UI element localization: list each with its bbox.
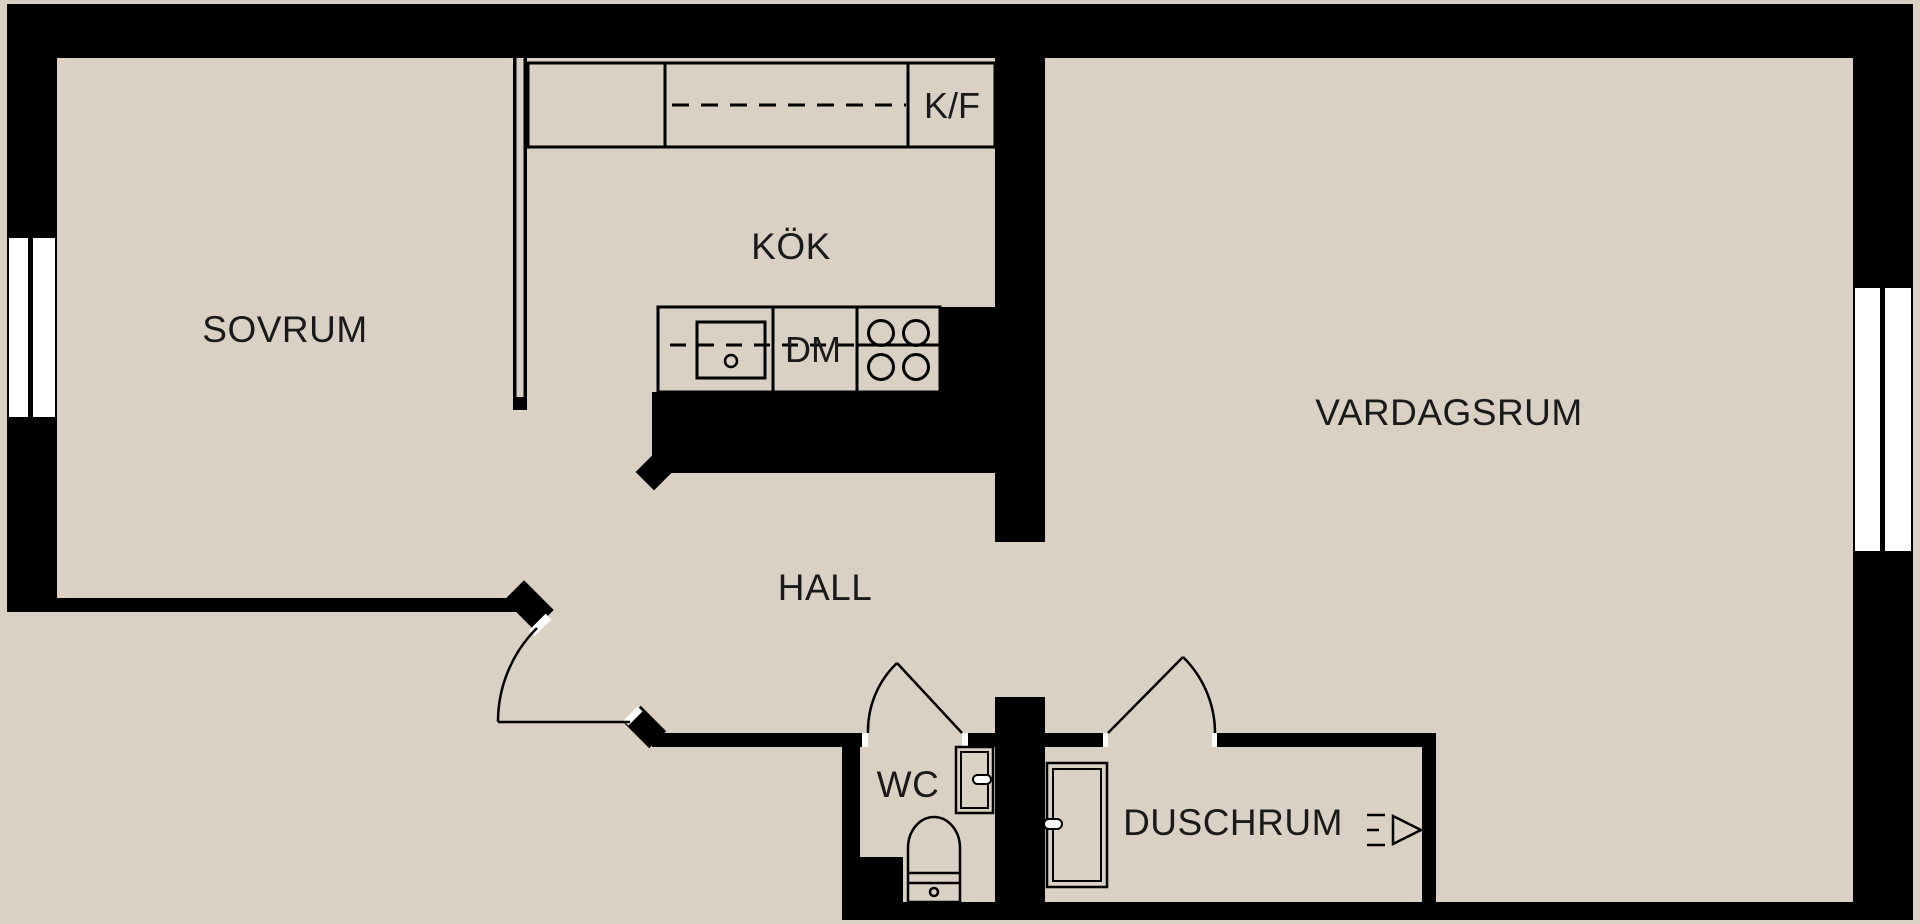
shower-handle (1043, 818, 1063, 830)
hall-bottom-wall (652, 733, 862, 747)
sovrum-wall-end-cap (504, 580, 554, 630)
duschrum-top-wall-left (1045, 733, 1103, 747)
fridge-freezer-label: K/F (924, 85, 980, 126)
sovrum-kok-partition-core (516, 58, 524, 397)
kitchen-corner-cap (635, 453, 673, 491)
duschrum-door-jamb-right (1212, 733, 1217, 747)
sovrum-bottom-wall (7, 598, 518, 612)
sovrum-label: SOVRUM (202, 309, 367, 350)
kitchen-sink (695, 320, 767, 380)
hob (867, 319, 930, 381)
kitchen-corner-wall-block (940, 307, 995, 393)
wc-door-jamb-right (962, 733, 968, 747)
vardagsrum-right-window-mullion (1880, 287, 1885, 552)
vent-triangle (1391, 813, 1424, 847)
wc-door-jamb-left (862, 733, 868, 747)
entrance-door-arc (496, 627, 538, 723)
duschrum-door-leaf (1107, 656, 1184, 734)
kitchen-upper-cabinets: K/F (526, 61, 997, 149)
wc-corner-block (842, 857, 903, 920)
windows (7, 236, 1913, 553)
wc-duschrum-column (995, 697, 1045, 920)
hob-ring-4 (902, 353, 930, 381)
wc-door-arc (866, 662, 898, 734)
wc-label: WC (877, 764, 940, 805)
duschrum-door-jamb-left (1103, 733, 1108, 747)
hall-label: HALL (778, 567, 873, 608)
washbasin-handle (972, 774, 992, 785)
kitchen-counter-wall-block (652, 392, 995, 473)
toilet-button (928, 886, 940, 898)
outer-wall-bottom (842, 902, 1913, 920)
hob-ring-3 (867, 353, 895, 381)
duschrum-right-wall (1422, 733, 1436, 920)
toilet (906, 815, 962, 904)
outer-wall-top (7, 4, 1913, 58)
dishwasher-label: DM (785, 329, 841, 370)
kok-label: KÖK (751, 226, 831, 267)
kok-vardagsrum-wall (995, 58, 1045, 542)
outer-wall-left-upper (7, 4, 57, 237)
doors (496, 627, 1217, 734)
sink-drain (723, 353, 739, 369)
upper-cabinet-outline (526, 61, 997, 149)
sovrum-left-window-mullion (28, 237, 33, 418)
outer-wall-right-upper (1853, 4, 1913, 287)
wc-fixtures (906, 745, 995, 904)
duschrum-top-wall-right (1217, 733, 1435, 747)
outer-walls (7, 4, 1913, 920)
door-jambs (862, 733, 1217, 747)
duschrum-fixtures (1043, 761, 1424, 889)
duschrum-label: DUSCHRUM (1123, 802, 1343, 843)
appliance-row-outline (656, 305, 942, 394)
partition-end-cap (513, 397, 527, 410)
inner-walls (7, 58, 1436, 920)
vardagsrum-label: VARDAGSRUM (1315, 392, 1582, 433)
kitchen-appliance-row: DM (656, 305, 942, 394)
wc-door-leaf (896, 662, 963, 734)
vent-symbol (1367, 813, 1424, 847)
outer-wall-right-lower (1853, 552, 1913, 920)
room-labels: SOVRUM KÖK VARDAGSRUM HALL WC DUSCHRUM (202, 226, 1582, 843)
outer-wall-left-lower (7, 418, 57, 612)
hob-ring-2 (902, 319, 930, 347)
hob-ring-1 (867, 319, 895, 347)
duschrum-door-arc (1182, 656, 1217, 734)
washbasin (954, 745, 995, 815)
wc-right-wall-stub (968, 733, 995, 747)
